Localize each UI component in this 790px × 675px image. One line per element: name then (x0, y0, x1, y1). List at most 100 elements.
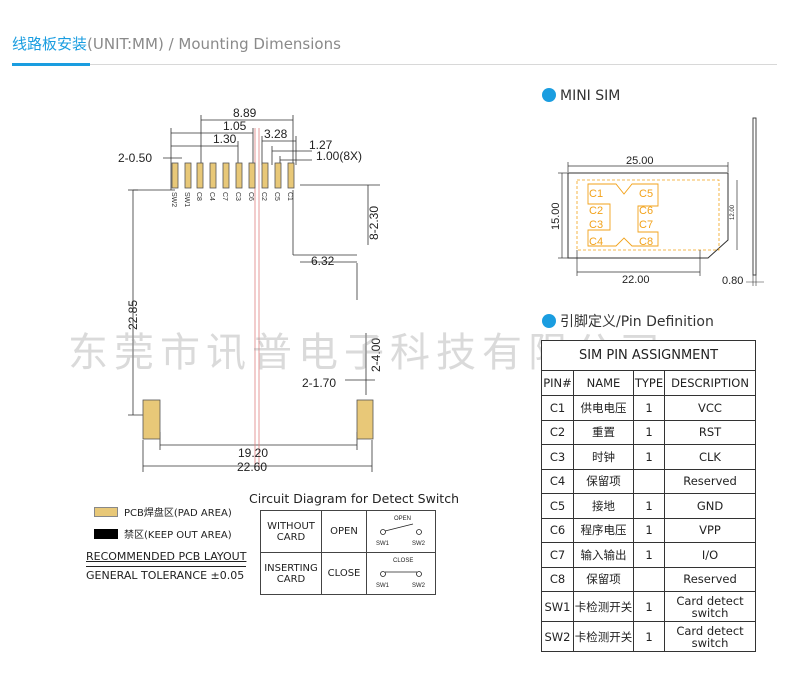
desc-cell: Reserved (664, 468, 756, 494)
col-name: NAME (573, 370, 634, 396)
pin-label-c4: C4 (208, 192, 215, 201)
col-pin: PIN# (541, 370, 574, 396)
type-cell (633, 566, 665, 592)
circuit-row-close: INSERTING CARD CLOSE CLOSE SW1 SW2 (260, 552, 436, 595)
pin-label-c8: C8 (195, 192, 202, 201)
pad-c4 (209, 162, 217, 189)
open-switch-label: OPEN (394, 516, 411, 522)
name-cell: 保留项 (573, 468, 634, 494)
minisim-contact-outlines (587, 183, 659, 247)
title-accent-bar (12, 63, 90, 66)
circuit-state-open: OPEN (321, 510, 367, 553)
open-switch-icon: OPEN SW1 SW2 (376, 516, 426, 547)
minisim-contact-c8: C8 (639, 236, 653, 248)
dim-1-00-8x: 1.00(8X) (316, 149, 362, 163)
title-divider (12, 64, 777, 65)
dim-3-28: 3.28 (264, 127, 288, 141)
pad-swatch (94, 507, 118, 517)
type-cell: 1 (633, 419, 665, 445)
type-cell: 1 (633, 493, 665, 519)
pcb-mounting-drawing: SW2 SW1 C8 C4 C7 C3 C6 C2 C5 C1 8.89 1.0… (118, 106, 383, 474)
pad-right-mount (356, 399, 374, 440)
pad-c2 (261, 162, 269, 189)
name-cell: 重置 (573, 419, 634, 445)
open-sw2-label: SW2 (412, 541, 426, 547)
page-title: 线路板安装(UNIT:MM) / Mounting Dimensions (12, 33, 341, 54)
name-cell: 卡检测开关 (573, 621, 634, 652)
minisim-drawing: 25.00 22.00 15.00 12.00 C1 C2 C3 C4 C5 C… (550, 117, 764, 287)
name-cell: 保留项 (573, 566, 634, 592)
desc-cell: GND (664, 493, 756, 519)
minisim-contact-c5: C5 (639, 188, 653, 200)
open-sw1-label: SW1 (376, 541, 390, 547)
minisim-contact-c3: C3 (589, 219, 603, 231)
dim-22-60: 22.60 (237, 460, 267, 474)
pin-cell: C5 (541, 493, 574, 519)
pin-cell: SW1 (541, 591, 574, 622)
dim-6-32: 6.32 (311, 254, 335, 268)
pad-c1 (287, 162, 295, 189)
circuit-condition-close: INSERTING CARD (260, 552, 322, 595)
closed-switch-icon: CLOSE SW1 SW2 (376, 558, 426, 589)
dim-8-89: 8.89 (233, 106, 257, 120)
bullet-dot-icon (542, 88, 556, 102)
legend-pad-label: PCB焊盘区(PAD AREA) (124, 508, 232, 519)
name-cell: 接地 (573, 493, 634, 519)
minisim-contact-c1: C1 (589, 188, 603, 200)
contact-pads (142, 162, 374, 440)
pin-definition-heading: 引脚定义/Pin Definition (542, 311, 714, 331)
legend-keepout-label: 禁区(KEEP OUT AREA) (124, 530, 232, 541)
type-cell (633, 468, 665, 494)
minisim-heading-label: MINI SIM (560, 88, 621, 104)
minisim-width: 25.00 (626, 155, 654, 167)
pad-c6 (248, 162, 256, 189)
col-description: DESCRIPTION (664, 370, 756, 396)
pin-cell: SW2 (541, 621, 574, 652)
close-sw1-label: SW1 (376, 583, 390, 589)
dim-1-30: 1.30 (213, 132, 237, 146)
pad-c5 (274, 162, 282, 189)
recommended-layout-label: RECOMMENDED PCB LAYOUT (86, 550, 247, 563)
circuit-state-close: CLOSE (321, 552, 367, 595)
dim-2-4-00: 2-4.00 (369, 338, 383, 372)
pin-label-sw2: SW2 (170, 192, 177, 207)
dim-2-1-70: 2-1.70 (302, 376, 336, 390)
pin-assignment-table: SIM PIN ASSIGNMENT PIN# NAME TYPE DESCRI… (541, 340, 756, 652)
pin-cell: C6 (541, 517, 574, 543)
pad-c8 (196, 162, 204, 189)
desc-cell: Card detect switch (664, 621, 756, 652)
circuit-diagram-title: Circuit Diagram for Detect Switch (249, 491, 459, 506)
dim-22-85: 22.85 (126, 300, 140, 330)
minisim-thickness: 0.80 (722, 275, 743, 287)
pin-label-c5: C5 (273, 192, 280, 201)
pin-label-c3: C3 (234, 192, 241, 201)
minisim-contact-c4: C4 (589, 236, 603, 248)
pin-label-c1: C1 (286, 192, 293, 201)
pad-c7 (222, 162, 230, 189)
type-cell: 1 (633, 591, 665, 622)
dim-1-27: 1.27 (309, 138, 333, 152)
pin-definition-heading-label: 引脚定义/Pin Definition (560, 314, 714, 330)
pin-cell: C7 (541, 542, 574, 568)
close-sw2-label: SW2 (412, 583, 426, 589)
minisim-heading: MINI SIM (542, 88, 620, 104)
circuit-condition-open: WITHOUT CARD (260, 510, 322, 553)
pad-left-mount (142, 399, 161, 440)
bullet-dot-icon (542, 314, 556, 328)
pad-sw2 (171, 162, 179, 189)
tolerance-label: GENERAL TOLERANCE ±0.05 (86, 566, 247, 582)
dim-2-0-50: 2-0.50 (118, 151, 152, 165)
minisim-contact-c6: C6 (639, 205, 653, 217)
pin-table-title: SIM PIN ASSIGNMENT (541, 340, 756, 371)
desc-cell: I/O (664, 542, 756, 568)
type-cell: 1 (633, 621, 665, 652)
desc-cell: Reserved (664, 566, 756, 592)
pin-cell: C1 (541, 395, 574, 421)
type-cell: 1 (633, 395, 665, 421)
